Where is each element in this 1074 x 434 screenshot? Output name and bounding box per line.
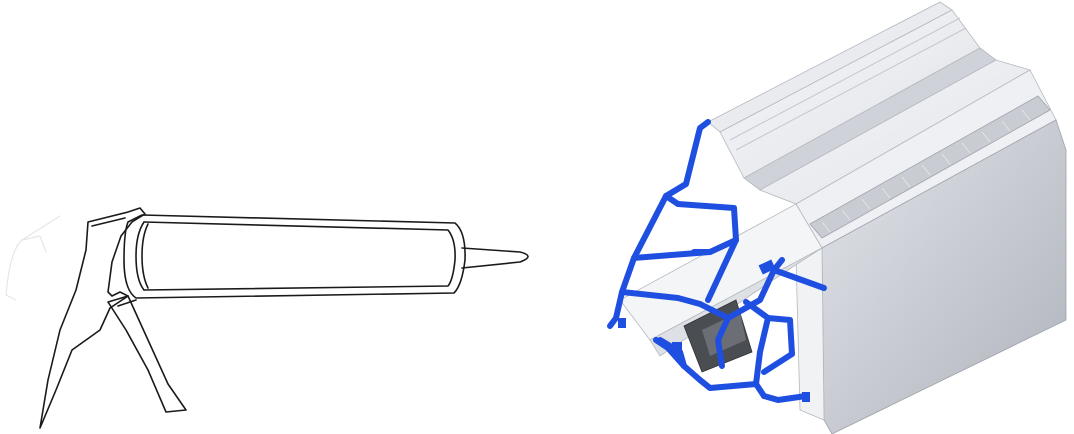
profile-panel bbox=[560, 0, 1074, 434]
ghost-handle-outline bbox=[5, 215, 61, 301]
profile-middle-body bbox=[759, 59, 1057, 249]
gun-cartridge bbox=[143, 221, 456, 291]
caulking-gun-panel bbox=[5, 207, 529, 429]
gun-nozzle bbox=[461, 247, 529, 269]
caulking-gun-icon bbox=[5, 207, 529, 429]
profile-cut-face bbox=[607, 119, 827, 403]
profile-upper-rail bbox=[707, 1, 997, 191]
gun-trigger bbox=[107, 295, 187, 413]
profile-cut-face-fills bbox=[618, 259, 810, 402]
gun-barrel bbox=[123, 214, 466, 299]
aluminum-window-frame-profile-icon bbox=[607, 1, 1067, 434]
gun-frame bbox=[39, 207, 146, 429]
